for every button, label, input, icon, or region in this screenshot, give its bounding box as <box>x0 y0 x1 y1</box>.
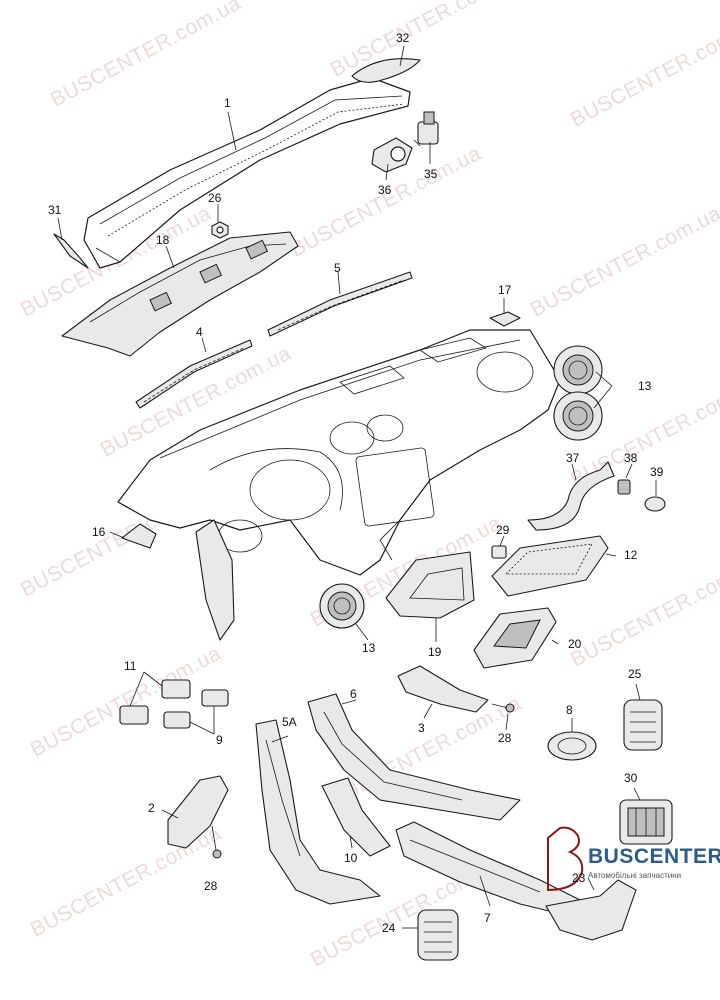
part-2-bracket <box>167 775 229 849</box>
callout-11: 11 <box>124 659 137 673</box>
callout-13-lower: 13 <box>362 641 376 655</box>
part-28-screw-lower <box>211 825 222 859</box>
part-37-hose <box>527 461 615 531</box>
callout-10: 10 <box>344 851 358 865</box>
callout-4: 4 <box>196 325 203 339</box>
leader-lines <box>57 45 657 929</box>
callout-12: 12 <box>624 548 638 562</box>
part-9-vent-b <box>163 711 191 729</box>
part-32-cap <box>351 58 421 83</box>
part-cowl-panel <box>83 77 411 269</box>
part-11-vent-b <box>119 705 149 725</box>
part-29-clip <box>491 545 507 559</box>
part-11-vent-a <box>161 679 191 699</box>
part-13-vent-upper <box>553 345 603 395</box>
callout-26: 26 <box>208 191 222 205</box>
part-17-clip <box>489 311 521 327</box>
callout-2: 2 <box>148 801 155 815</box>
callout-5a: 5A <box>282 715 297 729</box>
part-18-carrier <box>61 231 299 357</box>
brand-logo-icon <box>547 826 584 892</box>
part-12-glovebox <box>491 535 609 597</box>
part-38-nozzle <box>617 479 631 495</box>
part-13-vent-lower <box>319 583 365 629</box>
brand-logo: BUSCENTER Автомобільні запчастини <box>540 836 720 886</box>
part-5a-duct <box>255 719 381 905</box>
callout-25: 25 <box>628 667 642 681</box>
callout-37: 37 <box>566 451 580 465</box>
callout-30: 30 <box>624 771 638 785</box>
callout-18: 18 <box>156 233 170 247</box>
callout-19: 19 <box>428 645 442 659</box>
callout-1: 1 <box>224 96 231 110</box>
callout-7: 7 <box>484 911 491 925</box>
part-side-bracket <box>195 519 235 641</box>
callout-32: 32 <box>396 31 410 45</box>
callout-31: 31 <box>48 203 62 217</box>
part-dashboard <box>117 329 561 576</box>
callout-20: 20 <box>568 637 582 651</box>
part-25-grille <box>623 699 663 751</box>
part-36-bracket <box>371 137 413 173</box>
part-30-vent <box>619 799 673 845</box>
part-35-sensor <box>413 111 439 147</box>
part-10-duct <box>321 777 391 857</box>
callout-24: 24 <box>382 921 396 935</box>
part-26-nut <box>211 221 229 239</box>
part-20-insert <box>473 607 557 669</box>
callout-38: 38 <box>624 451 638 465</box>
callout-36: 36 <box>378 183 392 197</box>
callout-23: 23 <box>572 871 586 885</box>
part-24-grille <box>417 909 459 961</box>
part-8-grommet <box>547 731 597 761</box>
brand-tagline: Автомобільні запчастини <box>588 871 682 880</box>
callout-6: 6 <box>350 687 357 701</box>
part-13-vent-middle <box>553 391 603 441</box>
callout-13-upper: 13 <box>638 379 652 393</box>
callout-28-lower: 28 <box>204 879 218 893</box>
part-9-vent-a <box>201 689 229 707</box>
brand-name: BUSCENTER <box>588 845 720 868</box>
callout-28-upper: 28 <box>498 731 512 745</box>
callout-16: 16 <box>92 525 106 539</box>
part-31-cover <box>53 233 89 269</box>
callout-9: 9 <box>216 733 223 747</box>
callout-5: 5 <box>334 261 341 275</box>
callout-3: 3 <box>418 721 425 735</box>
part-5-strip <box>267 271 413 337</box>
part-3-bracket <box>397 665 489 713</box>
part-28-screw-upper <box>491 703 515 713</box>
callout-8: 8 <box>566 703 573 717</box>
callout-29: 29 <box>496 523 510 537</box>
part-16-cover <box>121 523 157 549</box>
part-6-duct <box>307 693 521 821</box>
part-4-strip <box>135 339 253 409</box>
callout-39: 39 <box>650 465 664 479</box>
part-23-duct <box>545 879 637 941</box>
callout-35: 35 <box>424 167 438 181</box>
part-19-tray <box>385 551 475 619</box>
callout-17: 17 <box>498 283 512 297</box>
part-39-grille <box>644 496 666 512</box>
